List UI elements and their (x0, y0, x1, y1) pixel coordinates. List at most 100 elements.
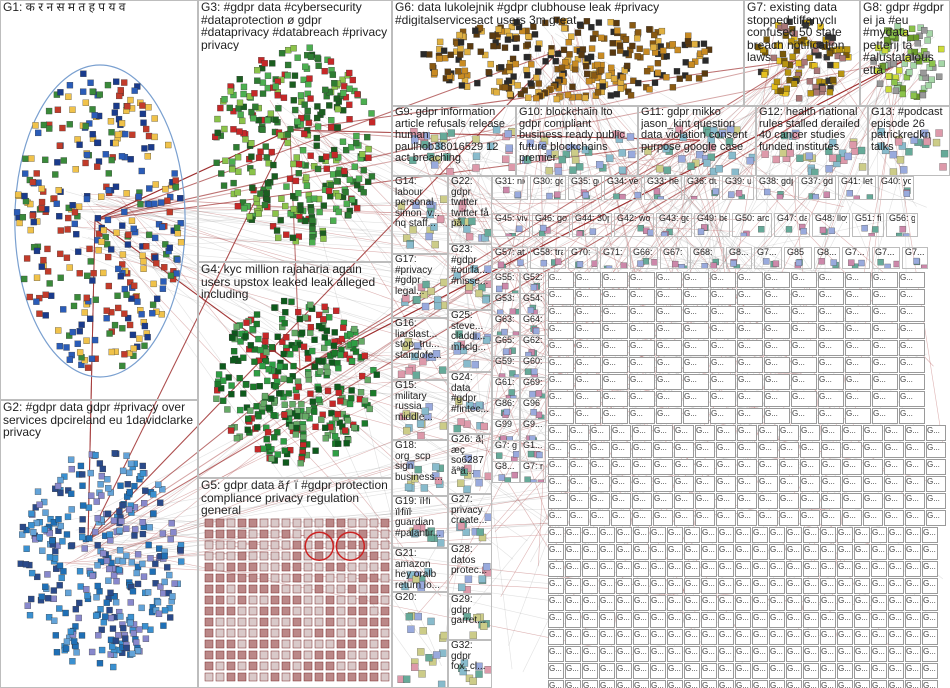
group-tile: G... (633, 629, 649, 645)
group-tile: G... (863, 493, 883, 509)
group-tile: G... (820, 629, 836, 645)
node (112, 322, 118, 328)
node (119, 223, 125, 229)
node (248, 154, 254, 160)
node (913, 35, 919, 41)
node (68, 457, 74, 463)
group-g25: G25: steve... claddi... mhclg... (448, 310, 492, 372)
group-nodes (569, 177, 601, 199)
group-nodes (521, 315, 545, 335)
node (524, 156, 531, 163)
node (814, 68, 820, 74)
node (552, 151, 559, 158)
group-tile: G... (899, 408, 925, 424)
group-tile: G... (735, 595, 751, 611)
node (264, 154, 270, 160)
group-small-cell: G86: (492, 398, 520, 420)
node (470, 632, 477, 639)
node (257, 383, 263, 389)
node (47, 280, 53, 286)
group-small-cell: G7... (754, 247, 782, 269)
node (596, 20, 602, 26)
node (536, 390, 542, 396)
node (54, 159, 60, 165)
node (926, 82, 932, 88)
group-tile: G... (764, 374, 790, 390)
group-small-cell: G7... (902, 247, 928, 269)
group-g21: G21: amazon hey oralb return io... (392, 548, 448, 592)
node (430, 63, 436, 69)
node (478, 49, 484, 55)
node (56, 606, 62, 612)
group-g24: G24: data #gdpr #fintec... (448, 372, 492, 434)
node (448, 130, 455, 137)
node (205, 541, 213, 549)
node (112, 450, 118, 456)
node (243, 333, 249, 339)
group-tile: G... (653, 493, 673, 509)
node (281, 438, 287, 444)
node (95, 215, 101, 221)
node (411, 137, 418, 144)
node (272, 173, 278, 179)
node (402, 295, 409, 302)
group-nodes (873, 248, 899, 268)
group-tile: G... (633, 663, 649, 679)
group-nodes (521, 336, 545, 356)
group-tile: G... (674, 510, 694, 526)
node (84, 338, 90, 344)
group-tile: G... (656, 306, 682, 322)
group-small-cell: G59: bur... (492, 356, 520, 378)
node (119, 502, 125, 508)
node (463, 226, 470, 233)
node (680, 134, 687, 141)
node (467, 43, 473, 49)
node (260, 618, 268, 626)
group-tile: G... (684, 646, 700, 662)
group-tile: G... (821, 459, 841, 475)
node (102, 614, 108, 620)
node (315, 519, 323, 527)
node (156, 546, 162, 552)
group-nodes (493, 315, 519, 335)
node (924, 138, 931, 145)
node (121, 80, 127, 86)
group-tile: G... (650, 629, 666, 645)
node (249, 673, 257, 681)
node (447, 168, 454, 175)
node (820, 86, 826, 92)
node (228, 428, 234, 434)
node (283, 460, 289, 466)
node (911, 62, 917, 68)
node (422, 408, 429, 415)
node (84, 593, 90, 599)
node (254, 370, 260, 376)
node (124, 645, 130, 651)
node (476, 402, 483, 409)
node (929, 61, 935, 67)
node (52, 171, 58, 177)
node (293, 618, 301, 626)
node (370, 673, 378, 681)
node (428, 618, 435, 625)
node (411, 412, 418, 419)
node (147, 627, 153, 633)
node (476, 479, 483, 486)
group-tile: G... (716, 493, 736, 509)
group-tile: G... (616, 595, 632, 611)
node (365, 155, 371, 161)
node (89, 278, 95, 284)
node (348, 519, 356, 527)
node (156, 611, 162, 617)
node (133, 639, 139, 645)
group-tile: G... (653, 459, 673, 475)
group-tile: G... (899, 272, 925, 288)
group-g28: G28: datos protec... (448, 544, 492, 594)
node (69, 107, 75, 113)
group-tile: G... (854, 646, 870, 662)
node (337, 629, 345, 637)
node (877, 128, 884, 135)
group-tile: G... (633, 527, 649, 543)
node (613, 194, 619, 199)
node (413, 576, 420, 583)
